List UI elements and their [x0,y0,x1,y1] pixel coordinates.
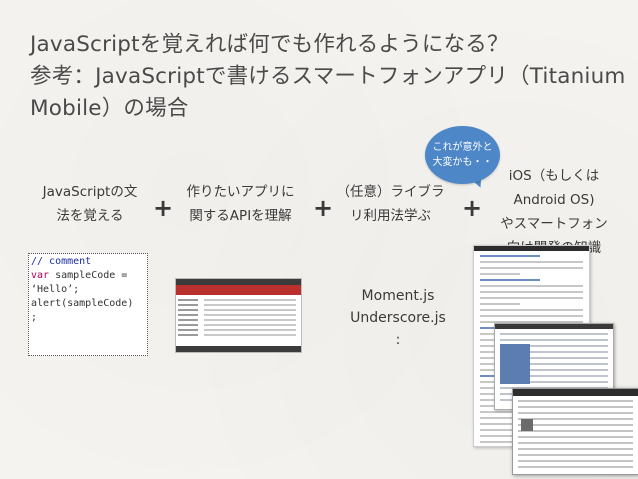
code-keyword: var [31,270,50,281]
screenshot-content [204,299,296,339]
api-doc-screenshot [175,278,302,353]
bubble-line-1: これが意外と [432,142,493,153]
screenshot-sidebar [178,299,198,339]
step-1-line-2: 法を覚える [56,208,124,224]
slide-title: JavaScriptを覚えれば何でも作れるようになる？ 参考：JavaScrip… [30,29,630,125]
step-understand-api: 作りたいアプリに 関するAPIを理解 [178,180,303,228]
screenshot-footer [176,346,301,352]
step-2-line-1: 作りたいアプリに [186,184,295,200]
title-line-3: Mobile）の場合 [30,96,189,121]
bubble-line-2: 大変かも・・ [432,157,493,168]
plus-icon: + [153,194,174,222]
code-line-1-rest: sampleCode = [49,270,128,281]
step-4-line-2: Android OS) [513,192,595,208]
step-3-line-1: （任意）ライブラ [336,184,445,200]
plus-icon: + [313,194,334,222]
step-4-line-1: iOS（もしくは [508,168,600,184]
step-4-line-3: やスマートフォン [500,216,608,232]
step-1-line-1: JavaScriptの文 [42,184,138,200]
screenshot-header [176,285,301,295]
title-line-2: 参考：JavaScriptで書けるスマートフォンアプリ（Titanium [30,64,626,89]
step-learn-libraries: （任意）ライブラ リ利用法学ぶ [328,180,453,228]
library-more: : [395,332,401,348]
code-line-1: var sampleCode = [31,269,145,283]
step-3-line-2: リ利用法学ぶ [350,208,431,224]
code-sample: // comment var sampleCode = ‘Hello’; ale… [28,253,148,356]
code-line-4: ; [31,312,38,323]
library-underscore: Underscore.js [350,310,446,326]
screenshot-topbar [176,279,301,285]
step-learn-syntax: JavaScriptの文 法を覚える [30,180,150,228]
code-comment: // comment [31,256,92,267]
speech-bubble: これが意外と 大変かも・・ [425,126,500,184]
step-2-line-2: 関するAPIを理解 [189,208,292,224]
plus-icon: + [462,194,483,222]
library-list: Moment.js Underscore.js : [338,285,458,351]
code-line-3: alert(sampleCode) [31,298,134,309]
step-platform-knowledge: iOS（もしくは Android OS) やスマートフォン 向け開発の知識 [490,164,618,260]
doc-image-block [500,344,530,384]
title-line-1: JavaScriptを覚えれば何でも作れるようになる？ [30,32,509,57]
platform-doc-screenshot-3 [512,388,638,475]
doc-thumbnail-icon [521,419,533,431]
library-moment: Moment.js [361,288,435,304]
code-line-2: ‘Hello’; [31,284,80,295]
